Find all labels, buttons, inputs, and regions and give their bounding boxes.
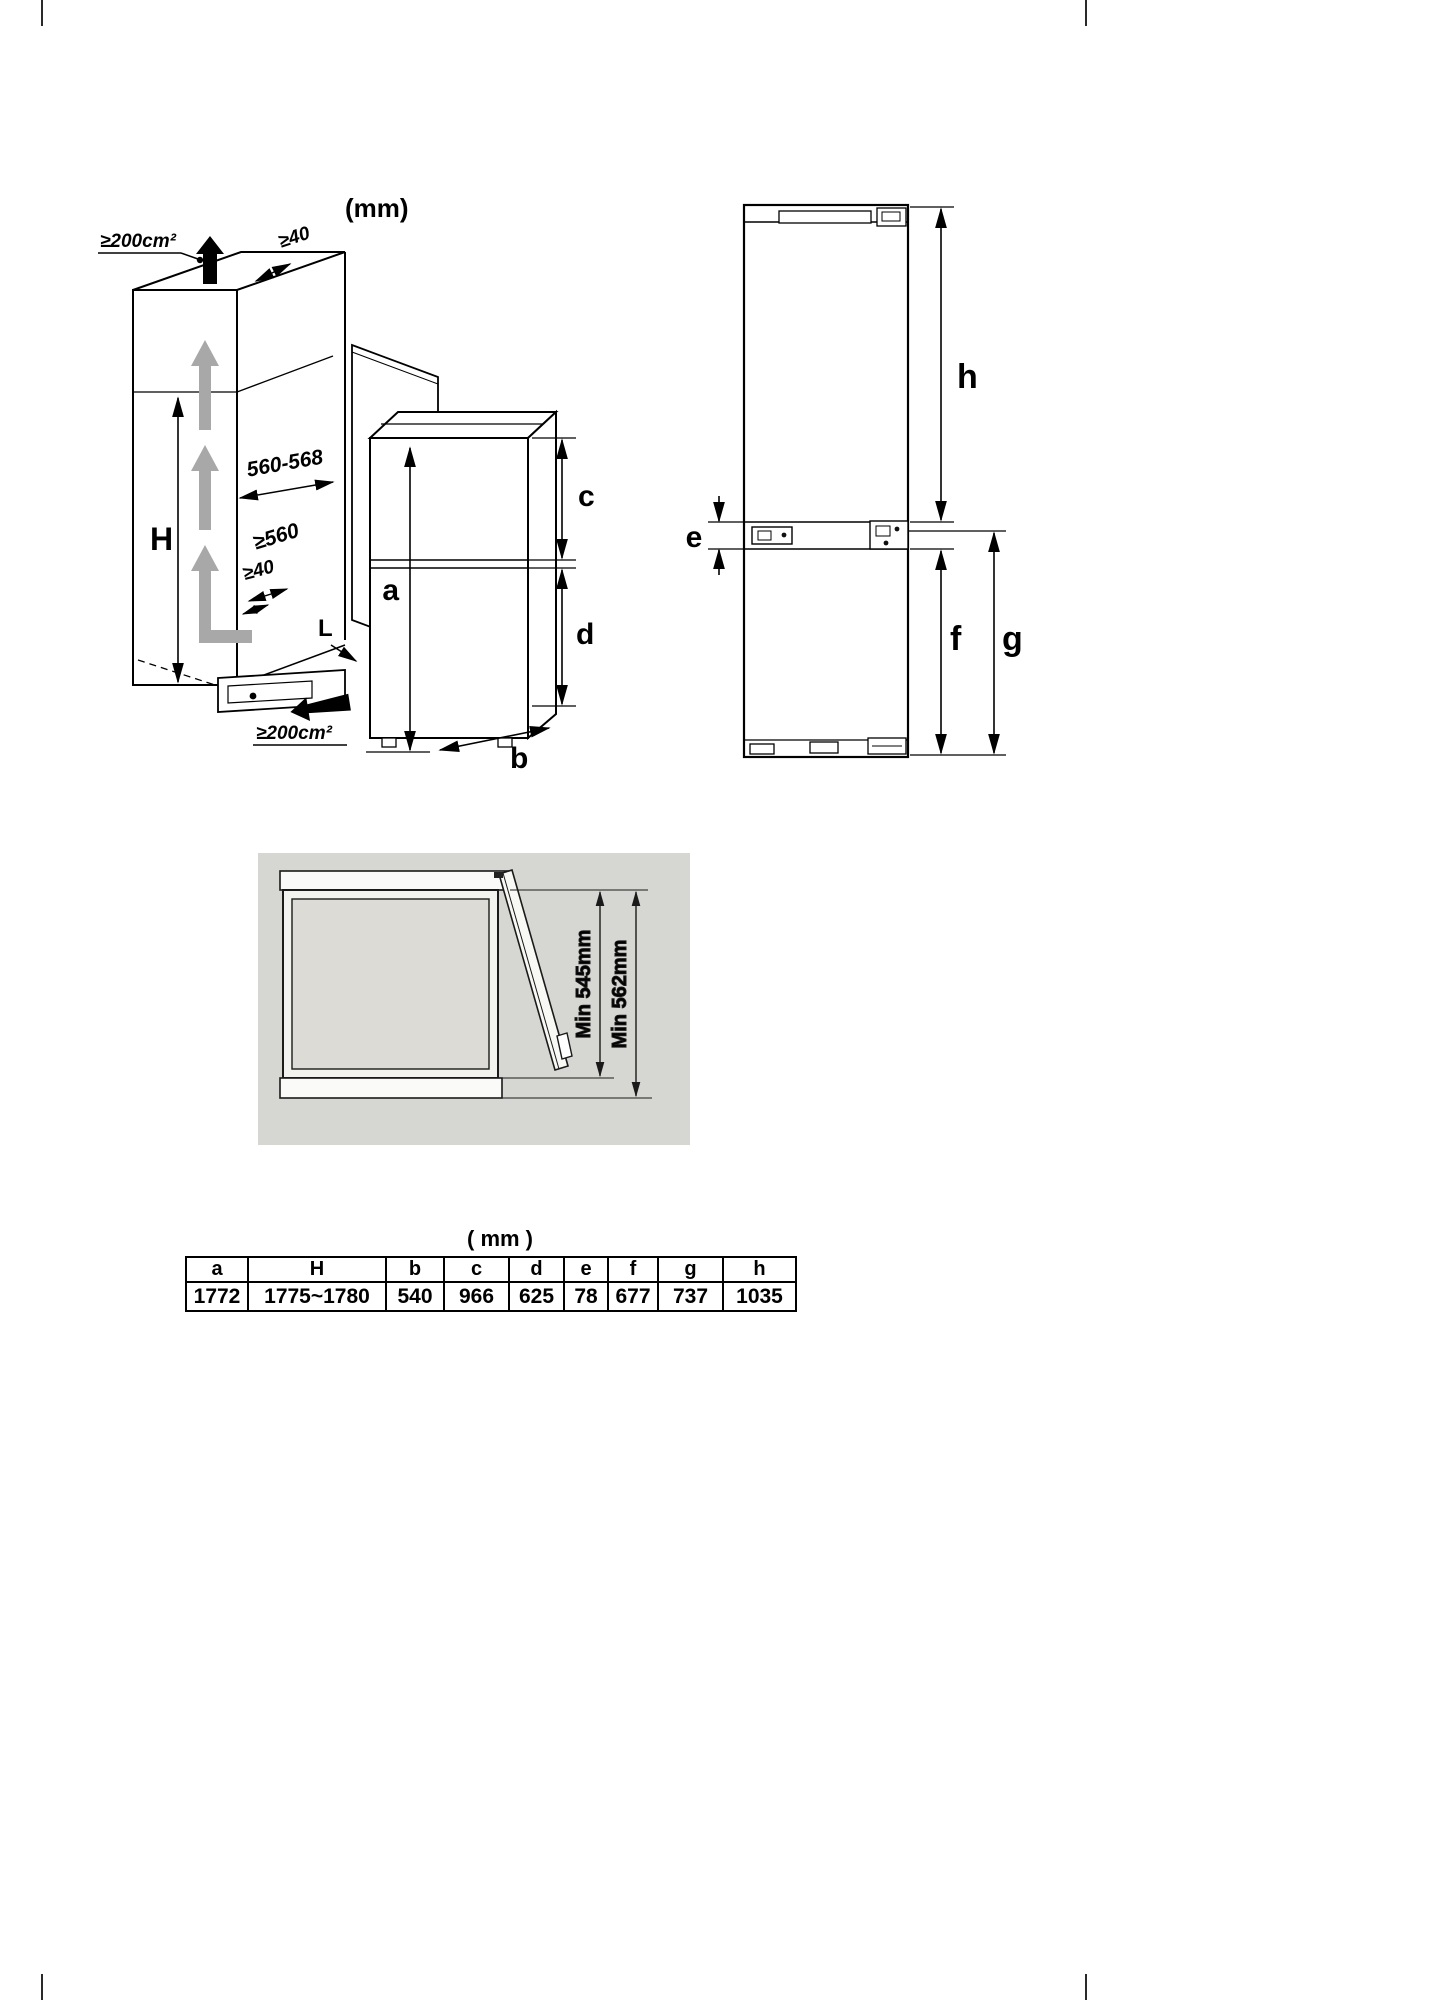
open-door — [494, 868, 573, 1072]
unit-label: (mm) — [345, 193, 409, 223]
table-header-cell: H — [247, 1256, 387, 1283]
air-in-arrow-icon — [290, 693, 351, 722]
door-handle — [556, 1032, 573, 1060]
control-panel — [778, 210, 872, 224]
appliance-isometric — [367, 409, 559, 748]
top-vent-callout: ≥200cm² — [98, 231, 224, 284]
table-value-cell: 966 — [443, 1281, 510, 1312]
table-header-cell: c — [443, 1256, 510, 1283]
niche-height-dimension: H — [150, 396, 184, 684]
appliance-height-dimension: a — [366, 446, 430, 753]
table-header-cell: a — [185, 1256, 249, 1283]
fridge-front-outline — [742, 203, 910, 759]
door-hinge — [494, 872, 503, 878]
table-value-cell: 625 — [508, 1281, 565, 1312]
table-value-row: 1772 1775~1780 540 966 625 78 677 737 10… — [185, 1281, 797, 1312]
airflow-arrow-icon — [191, 340, 252, 643]
plinth-callout: L — [318, 615, 358, 662]
bottom-vent-label: ≥200cm² — [256, 723, 333, 744]
hinge-gap-label: e — [686, 521, 703, 554]
niche-width-dimension: 560-568 — [238, 446, 335, 501]
upper-height-label: h — [957, 358, 978, 396]
foot-left — [749, 743, 775, 755]
front-view-diagram: h e f g — [686, 203, 1023, 759]
lower-height-dimension: f — [910, 548, 1006, 756]
table-value-cell: 78 — [563, 1281, 609, 1312]
appliance-width-label: b — [510, 742, 528, 775]
min-562-label: Min 562mm — [609, 940, 631, 1049]
table-value-cell: 1772 — [185, 1281, 249, 1312]
lower-overall-label: g — [1002, 620, 1023, 658]
niche-cabinet — [132, 251, 346, 698]
crop-mark — [1085, 0, 1087, 26]
upper-door-dimension: c — [528, 437, 595, 561]
plinth-vent — [217, 669, 346, 713]
table-header-cell: h — [722, 1256, 797, 1283]
appliance-foot — [381, 737, 397, 748]
dimensions-table: a H b c d e f g h 1772 1775~1780 540 966… — [185, 1256, 797, 1312]
table-value-cell: 1775~1780 — [247, 1281, 387, 1312]
table-header-cell: e — [563, 1256, 609, 1283]
bottom-vent-callout: ≥200cm² — [253, 693, 351, 746]
table-value-cell: 540 — [385, 1281, 445, 1312]
table-value-cell: 737 — [657, 1281, 724, 1312]
crop-mark — [41, 0, 43, 26]
niche-rear-gap-label: ≥40 — [241, 556, 277, 585]
lower-height-label: f — [950, 620, 962, 658]
niche-rear-gap-dimension: ≥40 — [241, 556, 289, 615]
top-gap-label: ≥40 — [276, 223, 313, 253]
appliance-height-label: a — [382, 574, 399, 607]
niche-depth-label: ≥560 — [250, 519, 302, 555]
niche-width-label: 560-568 — [245, 446, 325, 482]
min-545-label: Min 545mm — [573, 930, 595, 1039]
air-out-arrow-icon — [196, 236, 224, 284]
table-header-row: a H b c d e f g h — [185, 1256, 797, 1283]
table-value-cell: 677 — [607, 1281, 659, 1312]
plinth-label: L — [318, 615, 333, 642]
door-swing-diagram: Min 545mm Min 562mm — [258, 853, 690, 1145]
table-header-cell: f — [607, 1256, 659, 1283]
table-value-cell: 1035 — [722, 1281, 797, 1312]
lower-door-label: d — [576, 618, 594, 651]
crop-mark — [41, 1974, 43, 2000]
lower-overall-dimension: g — [908, 530, 1023, 755]
upper-height-dimension: h — [910, 206, 978, 523]
hinge-gap-dimension: e — [686, 496, 744, 575]
foot-middle — [809, 741, 839, 754]
cabinet-top-view — [279, 870, 509, 1099]
top-vent-label: ≥200cm² — [100, 231, 177, 252]
niche-diagram: (mm) ≥200cm² — [98, 193, 595, 775]
table-header-cell: d — [508, 1256, 565, 1283]
upper-door-label: c — [578, 480, 595, 513]
lower-door-dimension: d — [528, 567, 594, 707]
table-unit-label: ( mm ) — [467, 1226, 533, 1251]
table-header-cell: g — [657, 1256, 724, 1283]
min-depth-dimension: Min 545mm Min 562mm — [498, 889, 652, 1099]
crop-mark — [1085, 1974, 1087, 2000]
table-header-cell: b — [385, 1256, 445, 1283]
appliance-width-dimension: b — [438, 725, 551, 775]
niche-height-label: H — [150, 521, 173, 557]
